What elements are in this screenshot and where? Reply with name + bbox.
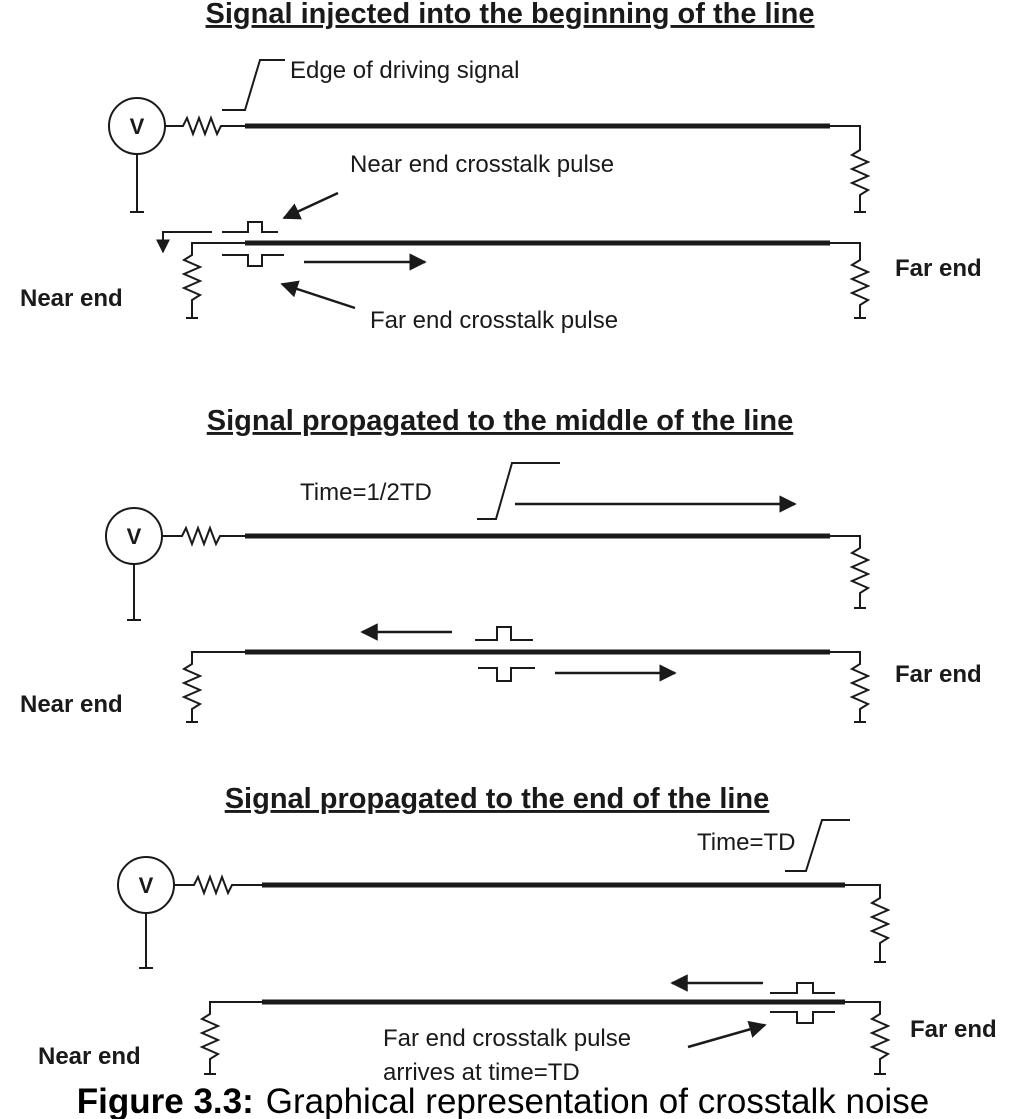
figure-number: Figure 3.3: bbox=[77, 1082, 254, 1119]
far-end-label: Far end bbox=[895, 255, 982, 282]
arrival-label-line2: arrives at time=TD bbox=[383, 1059, 580, 1086]
panel-end: Signal propagated to the end of the line… bbox=[38, 783, 997, 1086]
near-end-label: Near end bbox=[20, 285, 123, 312]
far-end-pulse-label: Far end crosstalk pulse bbox=[370, 307, 618, 334]
panel-heading: Signal injected into the beginning of th… bbox=[206, 0, 815, 30]
far-termination-resistor-icon bbox=[830, 125, 871, 212]
figure-caption-text: Graphical representation of crosstalk no… bbox=[266, 1082, 929, 1119]
pointer-arrow bbox=[280, 280, 356, 310]
far-end-crosstalk-pulse bbox=[770, 1011, 835, 1024]
voltage-source-label: V bbox=[130, 114, 145, 139]
near-end-label: Near end bbox=[38, 1043, 141, 1070]
driving-edge-waveform bbox=[785, 819, 850, 872]
driver-line: V Time=TD bbox=[117, 819, 891, 969]
near-end-crosstalk-pulse bbox=[475, 626, 533, 641]
figure-caption: Figure 3.3: Graphical representation of … bbox=[77, 1082, 929, 1119]
near-end-crosstalk-pulse bbox=[770, 982, 835, 994]
source-resistor-icon bbox=[162, 525, 245, 547]
voltage-source-label: V bbox=[127, 524, 142, 549]
driving-edge-waveform bbox=[222, 59, 285, 111]
far-termination-resistor-icon bbox=[830, 242, 871, 318]
far-termination-resistor-icon bbox=[830, 535, 871, 608]
driver-line: V Time=1/2TD bbox=[105, 462, 871, 621]
driver-line: V Edge of driving signal bbox=[108, 57, 871, 213]
panel-middle: Signal propagated to the middle of the l… bbox=[20, 405, 982, 723]
arrival-label-line1: Far end crosstalk pulse bbox=[383, 1025, 631, 1052]
panel-heading: Signal propagated to the middle of the l… bbox=[207, 405, 793, 437]
near-end-crosstalk-pulse bbox=[222, 221, 278, 233]
voltage-source-label: V bbox=[139, 873, 154, 898]
near-end-pulse-label: Near end crosstalk pulse bbox=[350, 151, 614, 178]
panel-beginning: Signal injected into the beginning of th… bbox=[20, 0, 982, 334]
panel-heading: Signal propagated to the end of the line bbox=[225, 783, 770, 815]
near-end-label: Near end bbox=[20, 691, 123, 718]
source-resistor-icon bbox=[165, 115, 245, 137]
time-label: Time=TD bbox=[697, 829, 795, 856]
edge-label: Edge of driving signal bbox=[290, 57, 519, 84]
victim-line: Near end Far end Near end crosstalk puls… bbox=[20, 151, 982, 334]
victim-line: Near end Far end Far end crosstalk pulse… bbox=[38, 974, 997, 1086]
driving-edge-waveform bbox=[477, 462, 560, 520]
far-end-crosstalk-pulse bbox=[478, 667, 535, 682]
source-resistor-icon bbox=[174, 874, 262, 896]
victim-line: Near end Far end bbox=[20, 623, 982, 723]
far-termination-resistor-icon bbox=[830, 651, 871, 722]
pointer-arrow bbox=[687, 1020, 767, 1049]
far-termination-resistor-icon bbox=[845, 1001, 891, 1074]
near-termination-resistor-icon bbox=[181, 242, 245, 318]
near-end-return-arrow bbox=[156, 231, 212, 254]
far-end-crosstalk-pulse bbox=[222, 254, 284, 267]
time-label: Time=1/2TD bbox=[300, 479, 432, 506]
far-end-label: Far end bbox=[910, 1016, 997, 1043]
near-termination-resistor-icon bbox=[199, 1001, 262, 1074]
far-termination-resistor-icon bbox=[845, 884, 891, 962]
pointer-arrow bbox=[282, 191, 339, 220]
near-termination-resistor-icon bbox=[181, 651, 245, 722]
far-end-label: Far end bbox=[895, 661, 982, 688]
